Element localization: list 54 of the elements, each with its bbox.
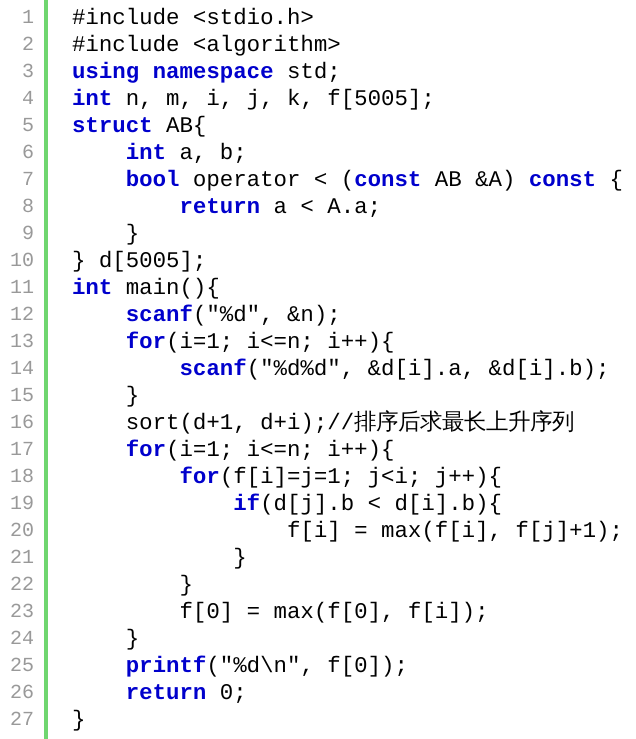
code-line: f[i] = max(f[i], f[j]+1); [286,518,623,545]
line-number: 14 [8,357,34,383]
code-line: for(i=1; i<=n; i++){ [124,329,394,356]
code-line: for(f[i]=j=1; j<i; j++){ [178,464,502,491]
code-line: struct AB{ [72,113,206,140]
code-line: using namespace std; [72,59,341,86]
line-number: 20 [8,519,34,545]
line-number: 9 [20,222,34,248]
line-number: 19 [8,492,34,518]
line-number: 16 [8,411,34,437]
code-line: scanf("%d%d", &d[i].a, &d[i].b); [178,356,610,383]
line-number: 26 [8,681,34,707]
line-number: 27 [8,708,34,734]
line-number: 13 [8,330,34,356]
code-line: #include <algorithm> [72,32,341,59]
line-number: 18 [8,465,34,491]
code-line: int n, m, i, j, k, f[5005]; [72,86,435,113]
code-line: } [124,383,140,410]
code-line: return 0; [124,680,247,707]
line-number: 6 [20,141,34,167]
line-number: 25 [8,654,34,680]
code-line: bool operator < (const AB &A) const { [124,167,623,194]
line-number: 22 [8,573,34,599]
code-line: int a, b; [124,140,247,167]
code-line: scanf("%d", &n); [124,302,341,329]
code-line: printf("%d\n", f[0]); [124,653,408,680]
code-line: int main(){ [72,275,220,302]
line-number: 11 [8,276,34,302]
line-number: 17 [8,438,34,464]
code-line: for(i=1; i<=n; i++){ [124,437,394,464]
code-line: #include <stdio.h> [72,5,314,32]
line-number: 2 [20,33,34,59]
code-line: f[0] = max(f[0], f[i]); [178,599,489,626]
line-number: 8 [20,195,34,221]
line-number: 21 [8,546,34,572]
code-line: } [124,626,140,653]
line-number: 10 [8,249,34,275]
line-number: 3 [20,60,34,86]
code-line: } d[5005]; [72,248,206,275]
line-number: 24 [8,627,34,653]
line-number: 23 [8,600,34,626]
code-line: if(d[j].b < d[i].b){ [232,491,502,518]
code-line: } [72,707,86,734]
line-number: 5 [20,114,34,140]
line-number: 4 [20,87,34,113]
code-line: return a < A.a; [178,194,382,221]
line-number: 12 [8,303,34,329]
line-number: 15 [8,384,34,410]
code-line: } [178,572,193,599]
line-number: 7 [20,168,34,194]
code-line: sort(d+1, d+i);//排序后求最长上升序列 [124,410,574,437]
code-line: } [124,221,140,248]
line-number: 1 [20,6,34,32]
code-line: } [232,545,247,572]
